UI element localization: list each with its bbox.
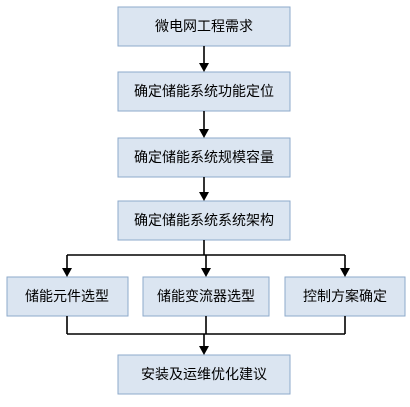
- arrowhead-icon: [199, 192, 209, 201]
- node-microgrid-requirements: 微电网工程需求: [117, 6, 291, 47]
- node-microgrid-requirements-label: 微电网工程需求: [155, 19, 253, 35]
- node-installation-optimization-label: 安装及运维优化建议: [141, 367, 267, 383]
- edge-capacity-to-architecture: [199, 177, 209, 201]
- node-control-scheme: 控制方案确定: [284, 276, 406, 317]
- node-control-scheme-label: 控制方案确定: [303, 288, 387, 305]
- arrowhead-icon: [340, 268, 350, 277]
- arrowhead-icon: [201, 268, 211, 277]
- arrowhead-icon: [199, 346, 209, 355]
- node-converter-selection: 储能变流器选型: [142, 276, 270, 317]
- node-storage-architecture: 确定储能系统系统架构: [117, 200, 291, 241]
- node-storage-capacity: 确定储能系统规模容量: [117, 137, 291, 178]
- arrowhead-icon: [199, 63, 209, 72]
- node-converter-selection-label: 储能变流器选型: [157, 289, 255, 305]
- edge-selections-merge: [66, 316, 346, 355]
- node-installation-optimization: 安装及运维优化建议: [117, 354, 291, 395]
- edge-architecture-branch: [62, 240, 350, 277]
- arrowhead-icon: [62, 268, 72, 277]
- node-storage-architecture-label: 确定储能系统系统架构: [134, 213, 274, 229]
- node-storage-capacity-label: 确定储能系统规模容量: [134, 149, 274, 166]
- node-storage-component-selection-label: 储能元件选型: [25, 289, 109, 305]
- edge-positioning-to-capacity: [199, 111, 209, 138]
- edge-requirements-to-positioning: [199, 46, 209, 72]
- node-storage-component-selection: 储能元件选型: [6, 276, 129, 317]
- node-storage-positioning-label: 确定储能系统功能定位: [134, 84, 274, 100]
- node-storage-positioning: 确定储能系统功能定位: [117, 71, 291, 112]
- arrowhead-icon: [199, 129, 209, 138]
